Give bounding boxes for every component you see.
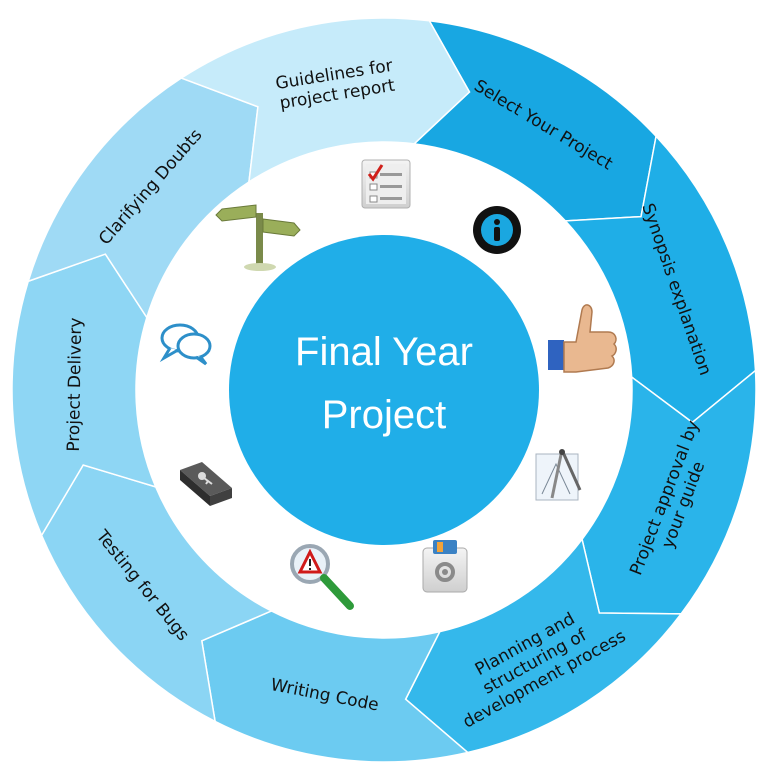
info-icon <box>473 206 521 254</box>
settings-box-icon <box>422 540 468 593</box>
segments-layer <box>11 17 757 763</box>
checklist-icon <box>361 159 411 209</box>
key-folder-icon <box>180 462 232 506</box>
speech-bubbles-icon <box>159 323 212 366</box>
segment-label-7: Project Delivery <box>64 317 86 451</box>
center-title-line2: Project <box>322 393 447 437</box>
signpost-icon <box>215 204 301 271</box>
warning-magnifier-icon <box>290 544 354 610</box>
thumbs-up-icon <box>548 304 617 373</box>
center-title-line1: Final Year <box>295 330 473 374</box>
center-circle <box>229 235 539 545</box>
drafting-compass-icon <box>535 449 582 501</box>
